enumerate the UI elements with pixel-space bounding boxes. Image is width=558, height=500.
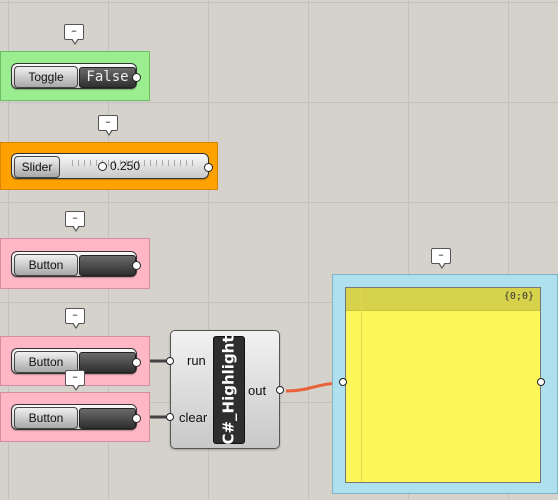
button-output-grip-3[interactable]	[132, 414, 141, 423]
button-output-grip-1[interactable]	[132, 261, 141, 270]
clear-input-node[interactable]	[166, 413, 174, 421]
group-tag-button-3[interactable]: –	[65, 370, 85, 391]
button-label-1: Button	[14, 254, 78, 276]
run-input-node[interactable]	[166, 357, 174, 365]
number-slider[interactable]: Slider 0.250	[11, 153, 213, 179]
button-component-1[interactable]: Button	[11, 251, 141, 277]
input-param-run[interactable]: run	[187, 353, 206, 368]
toggle-label: Toggle	[14, 66, 78, 88]
component-name-label: C#_Highlight	[213, 335, 245, 445]
group-tag-toggle[interactable]: –	[64, 24, 84, 45]
button-component-3[interactable]: Button	[11, 404, 141, 430]
panel-index-label: {0;0}	[503, 291, 534, 302]
slider-output-grip[interactable]	[204, 163, 213, 172]
component-name-text: C#_Highlight	[220, 335, 238, 445]
group-tag-panel[interactable]: –	[431, 248, 451, 269]
group-tag-slider[interactable]: –	[98, 115, 118, 136]
button-output-grip-2[interactable]	[132, 358, 141, 367]
panel-component[interactable]: {0;0}	[345, 287, 541, 483]
button-press-area-1[interactable]	[79, 255, 136, 276]
group-tag-button-2[interactable]: –	[65, 308, 85, 329]
output-param-out[interactable]: out	[248, 383, 267, 398]
input-param-clear[interactable]: clear	[179, 410, 208, 425]
boolean-toggle[interactable]: Toggle False	[11, 63, 141, 89]
panel-output-node[interactable]	[537, 378, 545, 386]
toggle-value[interactable]: False	[79, 67, 136, 88]
slider-value: 0.250	[110, 159, 141, 173]
button-label-3: Button	[14, 407, 78, 429]
group-tag-button-1[interactable]: –	[65, 211, 85, 232]
button-press-area-3[interactable]	[79, 408, 136, 429]
slider-knob[interactable]	[98, 162, 107, 171]
button-label-2: Button	[14, 351, 78, 373]
out-output-node[interactable]	[276, 386, 284, 394]
button-press-area-2[interactable]	[79, 352, 136, 373]
panel-header	[346, 288, 540, 311]
panel-index-divider	[361, 288, 362, 482]
slider-ticks	[72, 160, 198, 166]
csharp-script-component[interactable]: run clear C#_Highlight out	[170, 330, 280, 449]
toggle-output-grip[interactable]	[132, 73, 141, 82]
slider-label: Slider	[14, 156, 60, 178]
panel-input-node[interactable]	[339, 378, 347, 386]
